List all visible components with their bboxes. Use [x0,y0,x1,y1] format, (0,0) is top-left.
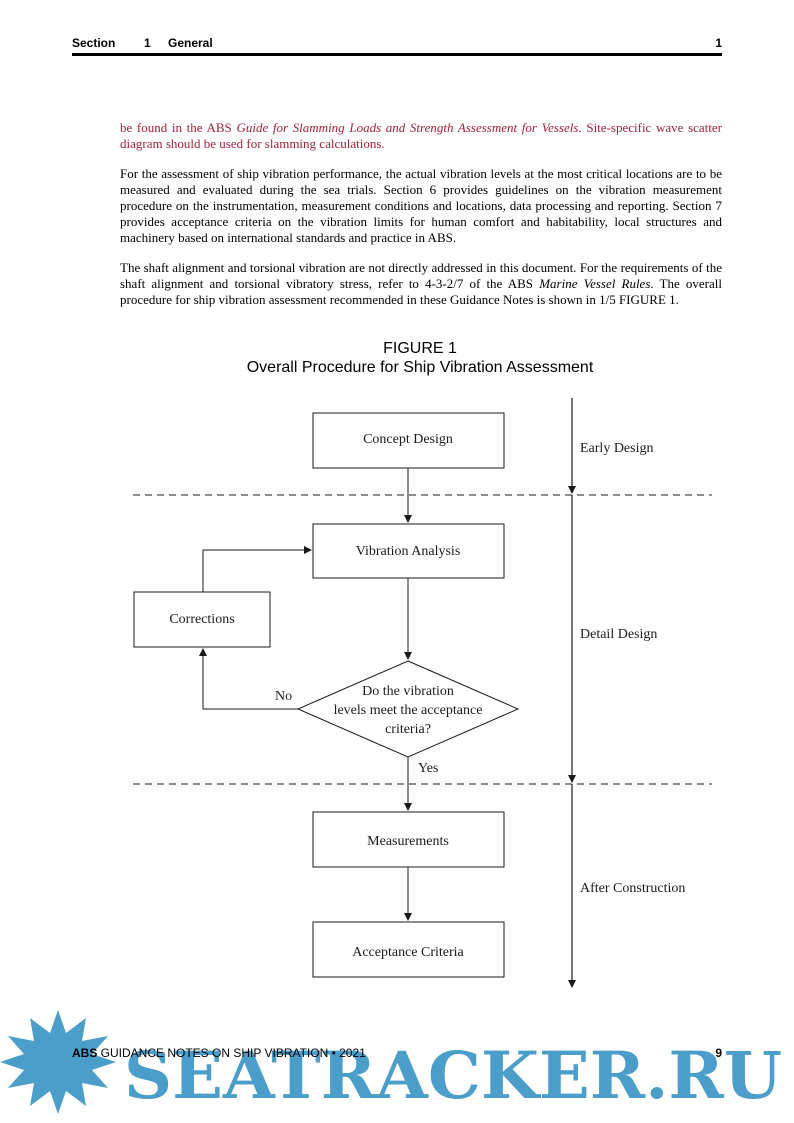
figure-title: Overall Procedure for Ship Vibration Ass… [246,359,594,376]
footer-page-number: 9 [715,1046,722,1060]
guide-title: Guide for Slamming Loads and Strength As… [236,120,579,135]
section-label: Section [72,36,116,50]
page-header: Section 1 General 1 [72,36,722,54]
vibration-analysis-label: Vibration Analysis [356,544,461,559]
vibration-analysis-box [312,523,505,579]
yes-label: Yes [418,761,438,776]
section-number: 1 [144,36,151,50]
header-rule [72,53,722,56]
paragraph-slamming: be found in the ABS Guide for Slamming L… [120,120,722,152]
paragraph-shaft-alignment: The shaft alignment and torsional vibrat… [120,260,722,308]
decision-line-2: levels meet the acceptance [334,703,483,718]
phase-after-construction: After Construction [580,881,685,896]
phase-early-design: Early Design [580,441,653,456]
footer-title: GUIDANCE NOTES ON SHIP VIBRATION • 2021 [97,1046,366,1060]
p3-text-b: . The overall procedure for ship vibrati… [120,276,722,307]
sun-icon [0,1010,116,1114]
arrow-decision-no-to-corrections [199,648,298,710]
corrections-label: Corrections [169,612,234,627]
no-label: No [275,689,292,704]
acceptance-criteria-label: Acceptance Criteria [352,945,464,960]
arrow-corrections-to-analysis [202,546,312,592]
p1-text-b: . Site-specific wave scatter diagram sho… [120,120,722,151]
footer-abs: ABS [72,1046,98,1060]
measurements-label: Measurements [367,834,449,849]
corrections-box [133,591,271,648]
rules-title: Marine Vessel Rules [539,276,651,291]
header-page-number: 1 [715,36,722,50]
measurements-box [312,811,505,868]
acceptance-criteria-box [312,921,505,978]
phase-detail-design: Detail Design [580,627,657,642]
p3-text-a: The shaft alignment and torsional vibrat… [120,260,722,291]
concept-design-label: Concept Design [363,432,453,447]
section-title: General [168,36,213,50]
decision-line-1: Do the vibration [362,684,454,699]
decision-line-3: criteria? [385,722,431,737]
watermark-text: SEATRACKER.RU [124,1038,782,1114]
watermark-logo: SEATRACKER.RU [0,1010,782,1114]
p1-text-a: be found in the ABS [120,120,237,135]
paragraph-assessment: For the assessment of ship vibration per… [120,166,722,245]
figure-label: FIGURE 1 [383,340,457,357]
concept-design-box [312,412,505,469]
page-footer: ABS GUIDANCE NOTES ON SHIP VIBRATION • 2… [72,1046,722,1064]
